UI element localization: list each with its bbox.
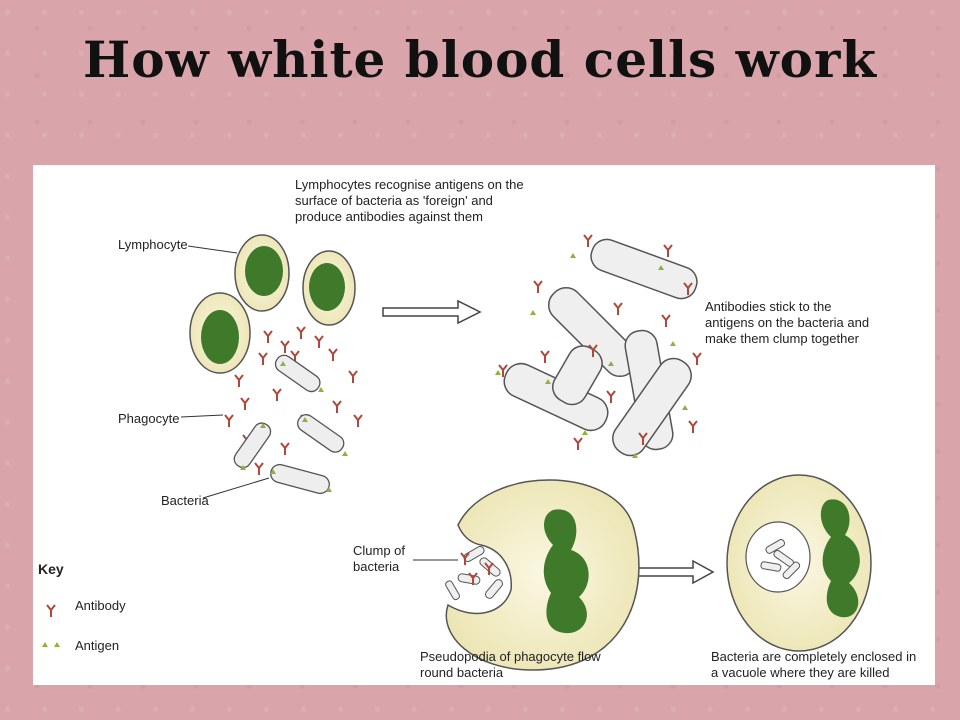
lymphocyte-label: Lymphocyte (118, 237, 188, 252)
key-antibody-icon (46, 604, 56, 618)
lymphocyte-cells (189, 234, 356, 374)
phagocyte-vacuole (726, 474, 872, 652)
key-title: Key (38, 561, 64, 577)
pseudopodia-label: Pseudopodia of phagocyte flow round bact… (420, 649, 601, 680)
intro-label: Lymphocytes recognise antigens on the su… (295, 177, 524, 224)
key-antigen-label: Antigen (75, 638, 120, 653)
diagram-panel: Lymphocytes recognise antigens on the su… (33, 165, 935, 685)
phagocyte-label: Phagocyte (118, 411, 180, 426)
key-antibody-label: Antibody (75, 598, 126, 613)
phagocyte-engulfing (445, 479, 640, 671)
bacteria-clump (503, 238, 698, 457)
small-bacteria (233, 354, 345, 495)
key-antigen-icon (42, 642, 60, 647)
clump-label: Antibodies stick to the antigens on the … (705, 299, 870, 346)
clump-of-bacteria-label: Clump of bacteria (353, 543, 406, 574)
enclosed-label: Bacteria are completely enclosed in a va… (711, 649, 917, 680)
diagram-illustration (42, 234, 872, 671)
page-title: How white blood cells work (83, 30, 877, 89)
bacteria-label: Bacteria (161, 493, 209, 508)
